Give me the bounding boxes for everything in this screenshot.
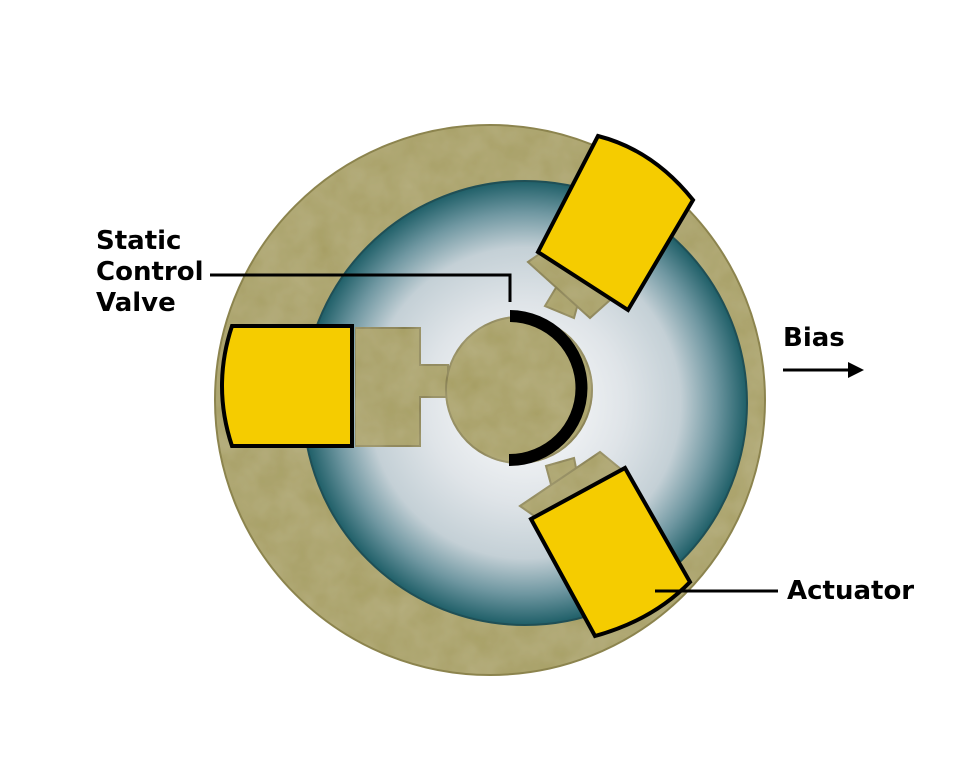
valve-leader-line	[210, 273, 512, 302]
rotor-vane-assembly	[354, 246, 624, 522]
static-control-valve-label-line-2: Control	[96, 257, 204, 287]
actuator-lower	[528, 465, 693, 639]
static-control-valve	[509, 310, 588, 467]
housing-edge	[214, 124, 766, 676]
static-control-valve-label-line-3: Valve	[96, 288, 176, 318]
rotor-hub	[445, 316, 593, 464]
actuator-upper	[535, 133, 696, 313]
static-control-valve-label-line-1: Static	[96, 226, 182, 256]
actuator-label: Actuator	[787, 576, 915, 606]
static-control-valve-label: Static Control Valve	[96, 226, 203, 319]
actuator-left	[220, 324, 354, 448]
bias-arrow-head	[848, 362, 864, 378]
bias-label: Bias	[783, 323, 845, 353]
